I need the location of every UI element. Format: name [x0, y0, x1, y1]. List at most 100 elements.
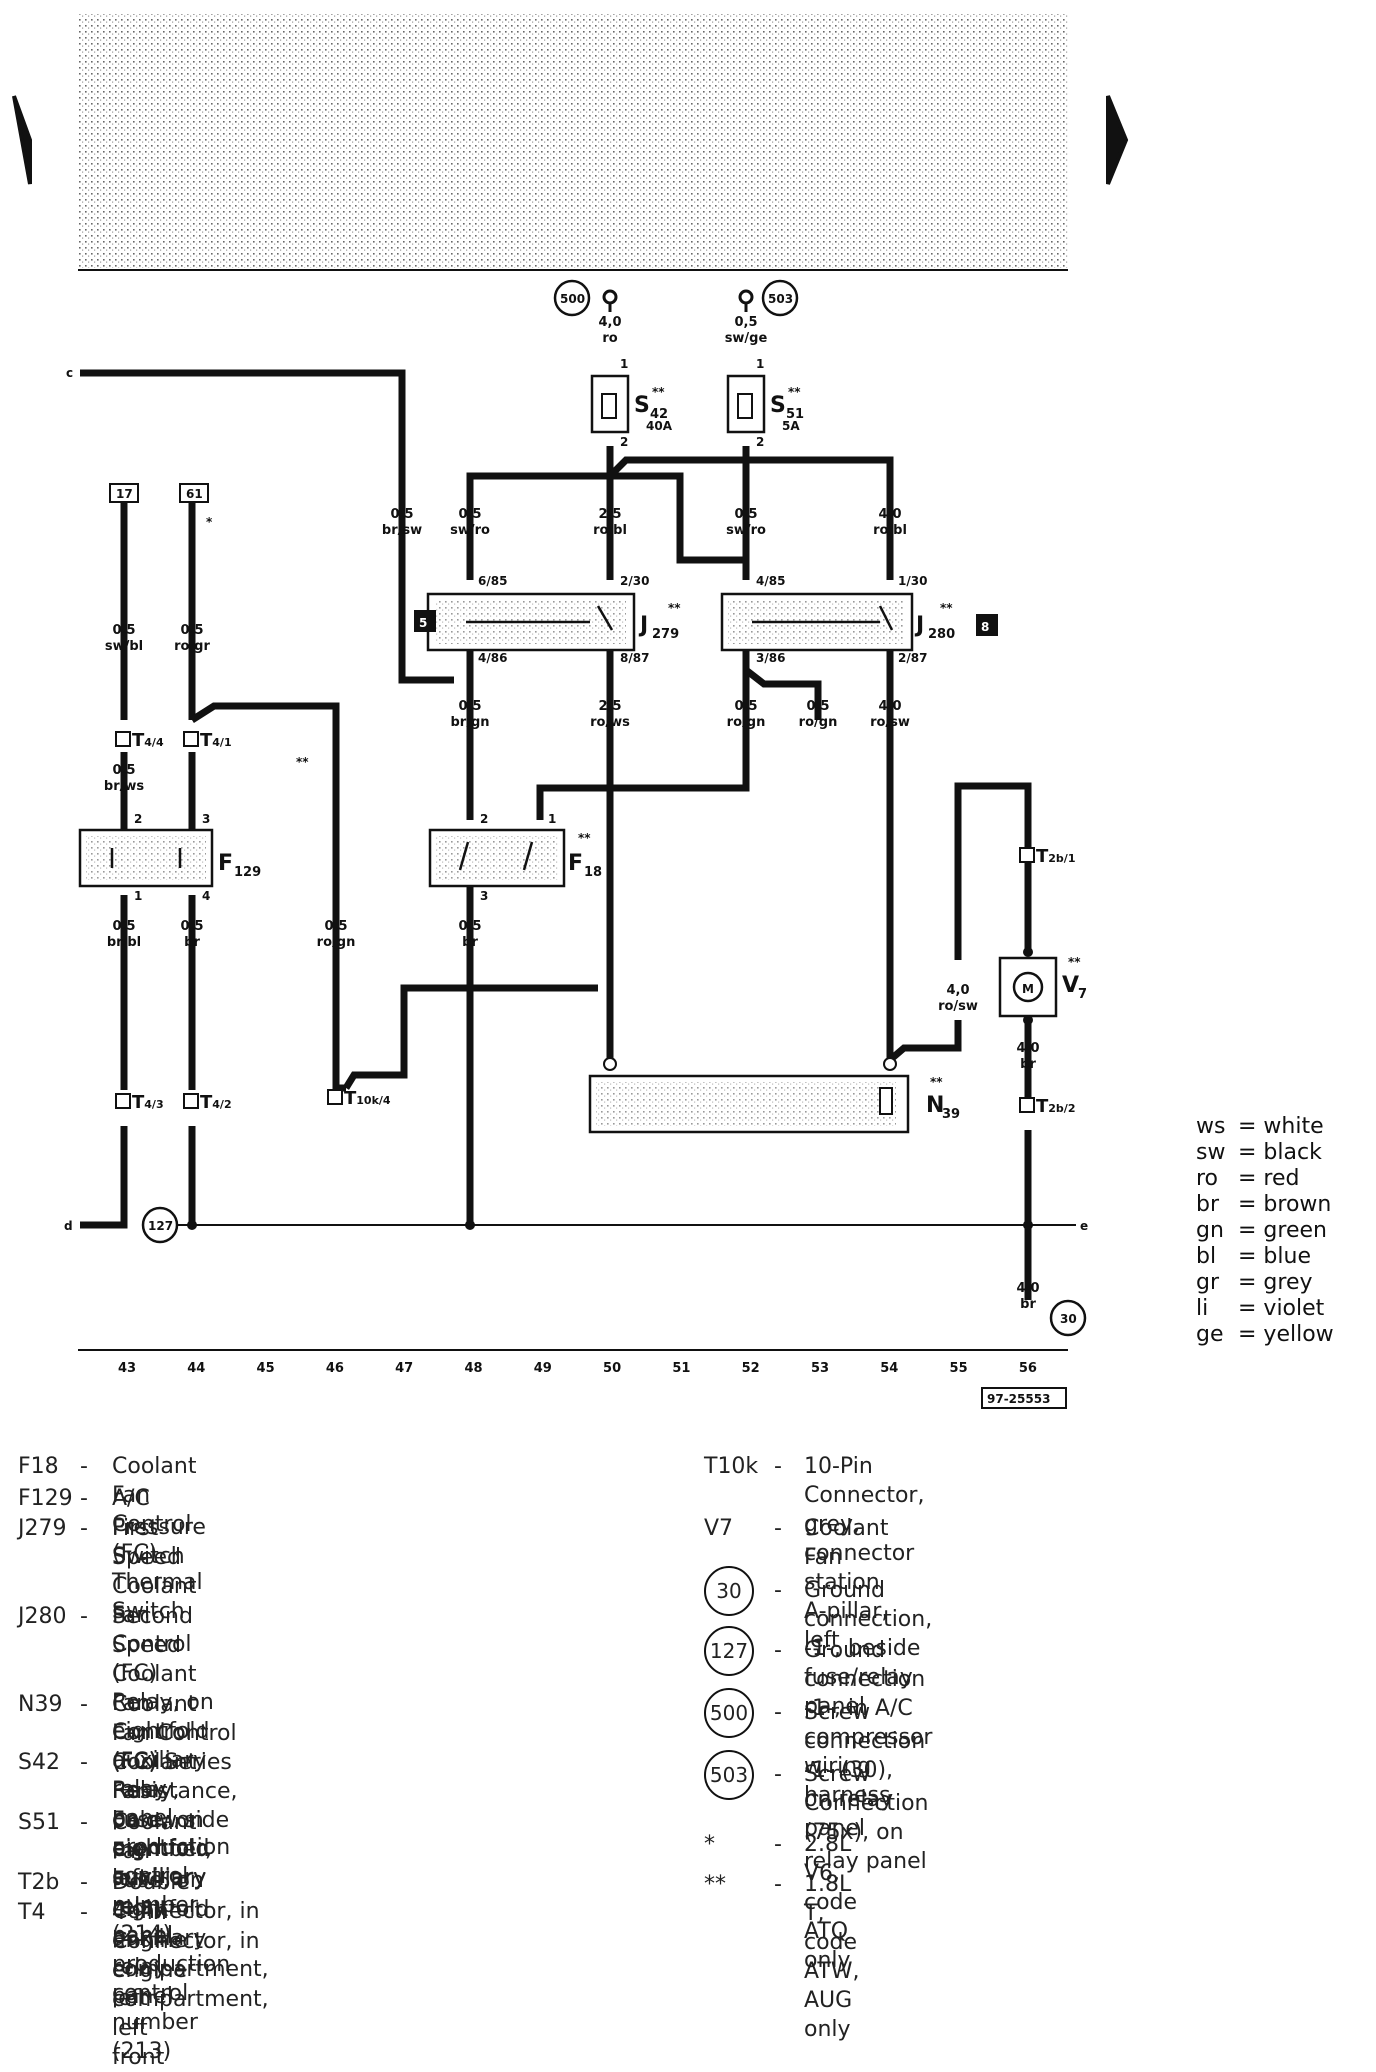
wire-color-w_robl2: ro/bl	[873, 523, 907, 538]
column-number: 46	[326, 1361, 344, 1376]
wire-color-w_brV7: br	[1020, 1057, 1036, 1072]
svg-text:39: 39	[942, 1107, 960, 1122]
wire-color-w_rogn1: ro/gn	[727, 715, 766, 730]
svg-text:5A: 5A	[782, 419, 800, 433]
wire-color-w_swbl: sw/bl	[105, 639, 143, 654]
key-code: F18	[18, 1454, 59, 1479]
pin-s42_2: 2	[620, 435, 628, 449]
wire-gauge-w_rogn2: 0,5	[806, 699, 829, 714]
key-desc: 2.8L V6, code ATQ only	[804, 1832, 858, 1973]
svg-text:42: 42	[650, 407, 668, 422]
screw-500	[553, 279, 591, 317]
color-legend-row: bl= blue	[1196, 1245, 1311, 1269]
key-dash: -	[774, 1516, 782, 1541]
key-code: **	[704, 1872, 726, 1897]
header-band	[78, 14, 1068, 268]
color-code: ws	[1196, 1114, 1226, 1139]
key-desc: A/C Pressure Switch	[112, 1486, 206, 1569]
key-dash: -	[774, 1454, 782, 1479]
key-dash: -	[774, 1638, 782, 1663]
color-code: li	[1196, 1296, 1209, 1321]
key-code: S51	[18, 1810, 60, 1835]
key-code: S42	[18, 1750, 60, 1775]
key-code: J280	[18, 1604, 67, 1629]
svg-text:F: F	[568, 851, 583, 876]
color-code: gn	[1196, 1218, 1224, 1243]
svg-text:7: 7	[1078, 987, 1087, 1002]
wire-gauge-w_robl1: 2,5	[598, 507, 621, 522]
pin-f18_2: 2	[480, 812, 488, 826]
key-dash: -	[80, 1750, 88, 1775]
svg-text:**: **	[940, 601, 953, 615]
color-legend-row: ws= white	[1196, 1115, 1324, 1139]
wire-color-w_rogn2: ro/gn	[799, 715, 838, 730]
next-arrow-icon[interactable]	[1106, 95, 1129, 185]
color-legend-row: gn= green	[1196, 1219, 1327, 1243]
key-dash: -	[80, 1692, 88, 1717]
ref-box-5: 5	[419, 616, 427, 630]
svg-text:J: J	[914, 613, 924, 638]
ref-503: 503	[768, 292, 793, 306]
key-dash: -	[774, 1578, 782, 1603]
key-code: 30	[704, 1566, 754, 1616]
column-number: 55	[950, 1361, 968, 1376]
svg-text:**: **	[652, 385, 665, 399]
svg-text:**: **	[930, 1075, 943, 1089]
color-meaning: = blue	[1238, 1244, 1311, 1269]
wire-gauge-w_rogr: 0,5	[180, 623, 203, 638]
wire-gauge-w_brV7: 4,0	[1016, 1041, 1039, 1056]
key-desc: Ground connection, -1-, beside fuse/rela…	[804, 1578, 933, 1719]
column-number: 43	[118, 1361, 136, 1376]
svg-text:M: M	[1022, 982, 1034, 996]
pin-j279_887: 8/87	[620, 651, 649, 665]
wire-gauge-w_brbl: 0,5	[112, 919, 135, 934]
pin-j279_685: 6/85	[478, 574, 507, 588]
wire-gauge-w_brws: 0,5	[112, 763, 135, 778]
key-dash: -	[80, 1486, 88, 1511]
key-code: T2b	[18, 1870, 60, 1895]
pin-j280_386: 3/86	[756, 651, 785, 665]
pin-f129_2: 2	[134, 812, 142, 826]
key-dash: -	[80, 1604, 88, 1629]
key-dash: -	[80, 1900, 88, 1925]
key-code: N39	[18, 1692, 63, 1717]
svg-text:S: S	[634, 393, 650, 418]
svg-text:S: S	[770, 393, 786, 418]
column-number: 45	[257, 1361, 275, 1376]
color-code: sw	[1196, 1140, 1226, 1165]
star-61: *	[206, 515, 213, 529]
wire-gauge-w_br56: 4,0	[1016, 1281, 1039, 1296]
ref-500: 500	[560, 292, 585, 306]
key-code: F129	[18, 1486, 73, 1511]
connector-labels: T4/4 T4/1 T4/3 T4/2 T10k/4 T2b/1 T2b/2	[132, 730, 1075, 1117]
key-dash: -	[774, 1872, 782, 1897]
pin-f129_1: 1	[134, 889, 142, 903]
svg-text:F: F	[218, 851, 233, 876]
svg-text:**: **	[668, 601, 681, 615]
wire-gauge-w_swro2: 0,5	[734, 507, 757, 522]
ref-17: 17	[116, 487, 133, 501]
color-meaning: = grey	[1238, 1270, 1313, 1295]
wire-gauge-w_rogn46: 0,5	[324, 919, 347, 934]
pin-f129_4: 4	[202, 889, 210, 903]
wire-color-w_br56: br	[1020, 1297, 1036, 1312]
pin-s51_2: 2	[756, 435, 764, 449]
wire-gauge-w_br48: 0,5	[458, 919, 481, 934]
wire-gauge-w_brsw: 0,5	[390, 507, 413, 522]
column-number: 50	[603, 1361, 621, 1376]
wire-color-w_rosw2: ro/sw	[938, 999, 978, 1014]
column-number: 52	[742, 1361, 760, 1376]
wire-labels: 4,0ro0,5sw/ge0,5br/sw0,5sw/ro2,5ro/bl0,5…	[104, 315, 1040, 1312]
svg-text:**: **	[788, 385, 801, 399]
wire-gauge-w_br44: 0,5	[180, 919, 203, 934]
key-dash: -	[80, 1810, 88, 1835]
pin-s42_1: 1	[620, 357, 628, 371]
edge-label-e: e	[1080, 1219, 1088, 1233]
wire-color-w_rosw1: ro/sw	[870, 715, 910, 730]
color-meaning: = violet	[1238, 1296, 1325, 1321]
prev-arrow-icon[interactable]	[12, 95, 32, 185]
key-dash: -	[774, 1700, 782, 1725]
